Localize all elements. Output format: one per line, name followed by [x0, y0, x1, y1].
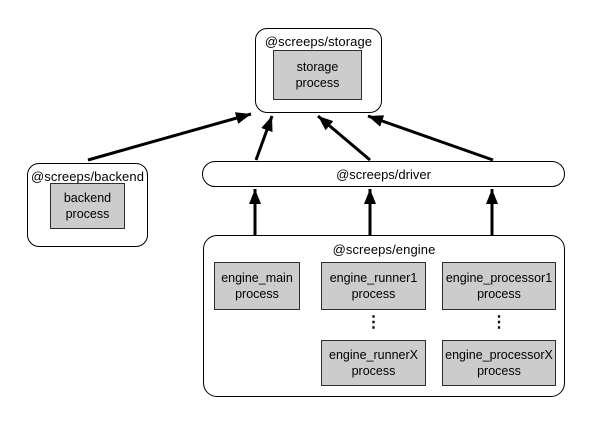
engine-runner1-process-box: engine_runner1 process	[321, 262, 426, 310]
package-backend-label: @screeps/backend	[30, 169, 145, 184]
engine-main-process-name: engine_main	[221, 270, 293, 285]
engine-main-process-box: engine_main process	[214, 262, 300, 310]
package-driver: @screeps/driver	[202, 161, 565, 187]
engine-runner1-process-name: engine_runner1	[329, 270, 418, 285]
engine-processor1-process-type: process	[477, 287, 521, 301]
backend-process-box: backend process	[50, 183, 125, 229]
vertical-ellipsis-icon: ⋮	[491, 314, 507, 331]
vertical-ellipsis-icon: ⋮	[365, 314, 382, 331]
engine-processorX-process-name: engine_processorX	[445, 347, 553, 362]
engine-processorX-process-box: engine_processorX process	[442, 340, 556, 386]
package-driver-label: @screeps/driver	[336, 166, 431, 182]
backend-process-name: backend	[63, 190, 112, 205]
engine-processorX-process-type: process	[477, 364, 521, 378]
engine-runnerX-process-box: engine_runnerX process	[321, 340, 426, 386]
package-engine-label: @screeps/engine	[332, 242, 436, 257]
arrow-backend-to-storage	[87, 112, 252, 162]
package-backend: @screeps/backend backend process	[27, 163, 148, 247]
arrow-driver-to-storage-middle	[317, 114, 371, 162]
storage-process-type: process	[295, 76, 340, 90]
engine-processor1-process-box: engine_processor1 process	[442, 262, 556, 310]
engine-processor1-process-name: engine_processor1	[445, 270, 553, 285]
engine-runnerX-process-type: process	[351, 364, 396, 378]
backend-process-type: process	[65, 207, 110, 221]
package-engine: @screeps/engine engine_main process engi…	[203, 235, 565, 397]
arrow-driver-to-storage-left	[254, 115, 274, 161]
arrow-driver-to-storage-right	[367, 114, 494, 162]
package-storage: @screeps/storage storage process	[255, 28, 382, 113]
engine-runner1-process-type: process	[351, 287, 396, 301]
engine-main-process-type: process	[235, 287, 279, 301]
package-storage-label: @screeps/storage	[264, 34, 373, 49]
storage-process-box: storage process	[273, 50, 362, 100]
storage-process-name: storage	[296, 59, 339, 74]
engine-runnerX-process-name: engine_runnerX	[329, 347, 418, 362]
